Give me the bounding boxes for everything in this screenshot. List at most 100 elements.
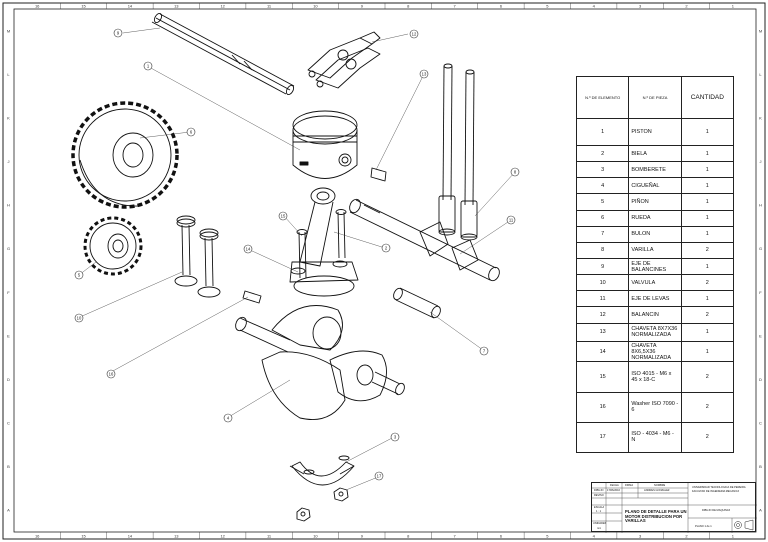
border-row-label: K	[759, 115, 762, 120]
leader-lines	[78, 27, 516, 491]
bom-description: CHAVETA 8X7X36 NORMALIZADA	[628, 322, 682, 342]
callout-circle	[278, 211, 288, 221]
bom-item-number: 13	[575, 322, 630, 342]
tb-title-line-2: MOTOR DISTRIBUCION POR	[625, 513, 683, 519]
bom-quantity: 1	[680, 144, 735, 163]
border-column-label: 2	[685, 534, 688, 539]
callout-balloon: 16	[106, 369, 116, 379]
border-row-label: B	[759, 464, 762, 469]
bolt-part	[296, 209, 347, 279]
bom-description: CHAVETA 8X6,5X36 NORMALIZADA	[628, 340, 682, 363]
callout-circle	[223, 413, 233, 423]
border-column-label: 4	[593, 534, 596, 539]
border-column-label: 6	[500, 534, 503, 539]
border-row-label: M	[759, 28, 762, 33]
tb-unidades-value: mm	[597, 527, 602, 530]
callout-circle	[143, 61, 153, 71]
callout-number: 3	[394, 435, 397, 440]
callout-balloon: 2	[381, 243, 391, 253]
tb-institution-2: FACULTAD DE INGENIERIA MECANICA	[692, 490, 740, 493]
bom-description: RUEDA	[628, 209, 682, 227]
callout-balloon: 17	[374, 471, 384, 481]
bom-description: PIÑON	[628, 193, 682, 211]
border-column-label: 14	[128, 4, 133, 9]
callout-number: 13	[422, 72, 427, 77]
bom-item-number: 2	[575, 144, 630, 163]
piston-pin-part	[393, 287, 441, 319]
tb-title-line-3: VARILLAS	[625, 518, 646, 523]
border-column-label: 15	[81, 4, 86, 9]
border-column-label: 9	[361, 534, 364, 539]
border-column-label: 7	[453, 534, 456, 539]
callout-balloon: 10	[74, 313, 84, 323]
callout-circle	[243, 244, 253, 254]
camshaft-gear-part	[71, 101, 179, 209]
callout-circle	[510, 167, 520, 177]
callout-number: 6	[190, 130, 193, 135]
bom-quantity: 2	[680, 361, 735, 393]
bom-description: PISTON	[628, 118, 682, 146]
border-column-label: 7	[453, 4, 456, 9]
washer-part	[290, 260, 348, 275]
callout-balloon: 7	[479, 346, 489, 356]
callout-balloon: 5	[74, 270, 84, 280]
rocker-arm-part	[307, 31, 381, 89]
callout-balloon: 13	[419, 69, 429, 79]
bom-description: EJE DE LEVAS	[628, 290, 682, 308]
bom-item-number: 6	[575, 209, 630, 227]
rocker-shaft-part	[151, 12, 295, 96]
border-row-label: F	[7, 290, 10, 295]
tb-nombre-value: ANDRES GONZALEZ	[644, 489, 670, 492]
callout-circle	[74, 313, 84, 323]
border-row-label: J	[8, 159, 10, 164]
callout-number: 15	[281, 214, 286, 219]
bom-description: BULON	[628, 225, 682, 243]
bom-item-number: 10	[575, 274, 630, 292]
crankshaft-part	[235, 305, 405, 420]
bom-quantity: 1	[680, 322, 735, 342]
bom-quantity: 1	[680, 290, 735, 308]
callout-number: 5	[78, 273, 81, 278]
callout-number: 12	[412, 32, 417, 37]
bom-header-item: N.º DE ELEMENTO	[575, 76, 630, 119]
callout-circle	[381, 243, 391, 253]
bom-quantity: 1	[680, 340, 735, 363]
border-column-label: 16	[35, 534, 40, 539]
border-column-label: 5	[546, 534, 549, 539]
callout-number: 10	[77, 316, 82, 321]
callout-circle	[106, 369, 116, 379]
border-column-label: 3	[639, 534, 642, 539]
bom-item-number: 4	[575, 177, 630, 195]
border-row-label: L	[759, 72, 762, 77]
bom-quantity: 1	[680, 118, 735, 146]
title-block-grid	[592, 483, 757, 533]
bom-quantity: 1	[680, 209, 735, 227]
callout-number: 8	[514, 170, 517, 175]
tb-dibujo-label: DIBUJO	[594, 489, 604, 492]
bom-quantity: 1	[680, 258, 735, 276]
border-row-label: C	[7, 421, 10, 426]
border-column-label: 11	[267, 534, 272, 539]
border-column-label: 1	[732, 4, 735, 9]
bom-quantity: 2	[680, 306, 735, 324]
bom-quantity: 1	[680, 225, 735, 243]
bom-item-number: 3	[575, 161, 630, 179]
border-row-label: D	[759, 377, 762, 382]
callout-balloon: 3	[390, 432, 400, 442]
border-row-label: D	[7, 377, 10, 382]
bom-header-qty: CANTIDAD	[680, 76, 735, 119]
callout-balloon: 6	[186, 127, 196, 137]
callout-balloon: 9	[113, 28, 123, 38]
tb-escala-value: 1 : 1	[596, 510, 602, 513]
